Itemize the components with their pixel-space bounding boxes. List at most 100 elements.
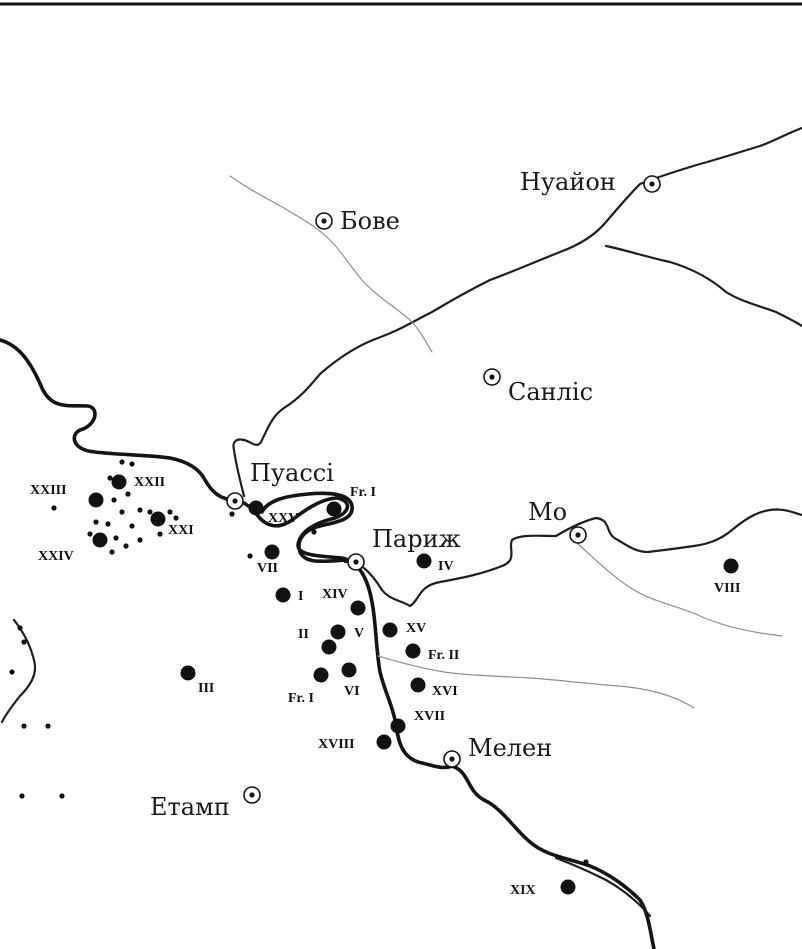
site-dot-icon (313, 667, 329, 683)
site-s-fr-i-south: Fr. I (288, 667, 329, 706)
city-label: Етамп (150, 793, 230, 821)
site-s-iv: IV (416, 553, 454, 574)
city-beauvais: Бове (315, 207, 400, 235)
site-s-xv: XV (382, 621, 426, 638)
city-etampes: Етамп (150, 786, 261, 821)
site-label: XXV (268, 511, 298, 526)
site-label: XV (406, 621, 426, 636)
site-dot-icon (376, 734, 392, 750)
site-dot-icon (321, 639, 337, 655)
find-dot (157, 531, 163, 537)
site-dot-icon (92, 532, 108, 548)
site-dot-icon (326, 501, 342, 517)
site-label: XXIV (38, 549, 74, 564)
site-s-xxv: XXV (248, 500, 298, 526)
find-dot (9, 669, 15, 675)
city-meaux: Мо (528, 498, 587, 544)
site-s-iii: III (180, 665, 214, 696)
site-dot-icon (275, 587, 291, 603)
site-label: IV (438, 559, 454, 574)
site-label: VII (257, 561, 278, 576)
city-label: Пуассі (250, 459, 334, 487)
find-dot (87, 531, 93, 537)
site-s-xxi: XXI (150, 511, 194, 538)
city-marker-dot (575, 532, 581, 538)
site-s-i: I (275, 587, 303, 604)
site-s-vi: VI (341, 662, 360, 699)
site-dot-icon (150, 511, 166, 527)
river-seine-meander (260, 491, 354, 564)
find-dot (129, 461, 135, 467)
find-dot (51, 505, 57, 511)
site-label: XXI (168, 523, 194, 538)
site-s-xviii: XVIII (318, 734, 392, 752)
find-dot (111, 497, 117, 503)
find-dot (109, 549, 115, 555)
site-s-xxiv: XXIV (38, 532, 108, 564)
find-dot (167, 509, 173, 515)
site-dot-icon (723, 558, 739, 574)
site-dot-icon (264, 544, 280, 560)
city-label: Бове (340, 207, 400, 235)
find-dot (247, 553, 253, 559)
site-s-xxii: XXII (111, 474, 165, 490)
find-dot (129, 523, 135, 529)
river-west (0, 618, 37, 724)
find-dot (19, 793, 25, 799)
city-marker-dot (249, 792, 255, 798)
site-label: II (298, 627, 309, 642)
site-s-fr-ii: Fr. II (405, 643, 459, 663)
site-dot-icon (330, 624, 346, 640)
city-marker-dot (649, 181, 655, 187)
site-dot-icon (180, 665, 196, 681)
site-label: Fr. II (428, 648, 459, 663)
site-label: XVIII (318, 737, 355, 752)
site-label: V (354, 626, 364, 641)
find-dot (107, 475, 113, 481)
find-dot (59, 793, 65, 799)
site-s-ii: II (298, 627, 337, 655)
site-label: Fr. I (288, 691, 314, 706)
river-grand-morin (577, 543, 783, 637)
find-dot (123, 543, 129, 549)
site-label: I (298, 589, 303, 604)
city-poissy: Пуассі (226, 459, 334, 510)
site-s-fr-i-north: Fr. I (326, 485, 376, 517)
site-s-vii: VII (257, 544, 280, 576)
site-dot-icon (382, 622, 398, 638)
find-dot (137, 507, 143, 513)
site-s-xix: XIX (510, 879, 576, 898)
city-senlis: Санліс (483, 368, 593, 406)
site-dot-icon (390, 718, 406, 734)
city-noyon: Нуайон (520, 168, 661, 196)
site-label: Fr. I (350, 485, 376, 500)
site-s-xvii: XVII (390, 709, 445, 734)
river-oise (232, 126, 802, 498)
site-label: XXIII (30, 483, 67, 498)
site-dot-icon (248, 500, 264, 516)
city-label: Мо (528, 498, 567, 526)
find-dot (147, 509, 153, 515)
city-melun: Мелен (443, 734, 552, 768)
find-dot (45, 723, 51, 729)
site-dot-icon (416, 553, 432, 569)
site-label: XVI (432, 684, 458, 699)
find-dot (125, 491, 131, 497)
city-label: Санліс (508, 378, 593, 406)
river-yerres (377, 655, 695, 709)
find-dot (21, 639, 27, 645)
site-s-xiv: XIV (322, 587, 366, 616)
find-dot (17, 625, 23, 631)
city-label: Нуайон (520, 168, 616, 196)
find-dot (113, 535, 119, 541)
find-dot (583, 859, 589, 865)
find-dot (21, 723, 27, 729)
city-marker-dot (353, 559, 359, 565)
city-marker-dot (232, 498, 238, 504)
find-dot (119, 509, 125, 515)
city-marker-dot (321, 218, 327, 224)
site-label: XIV (322, 587, 348, 602)
